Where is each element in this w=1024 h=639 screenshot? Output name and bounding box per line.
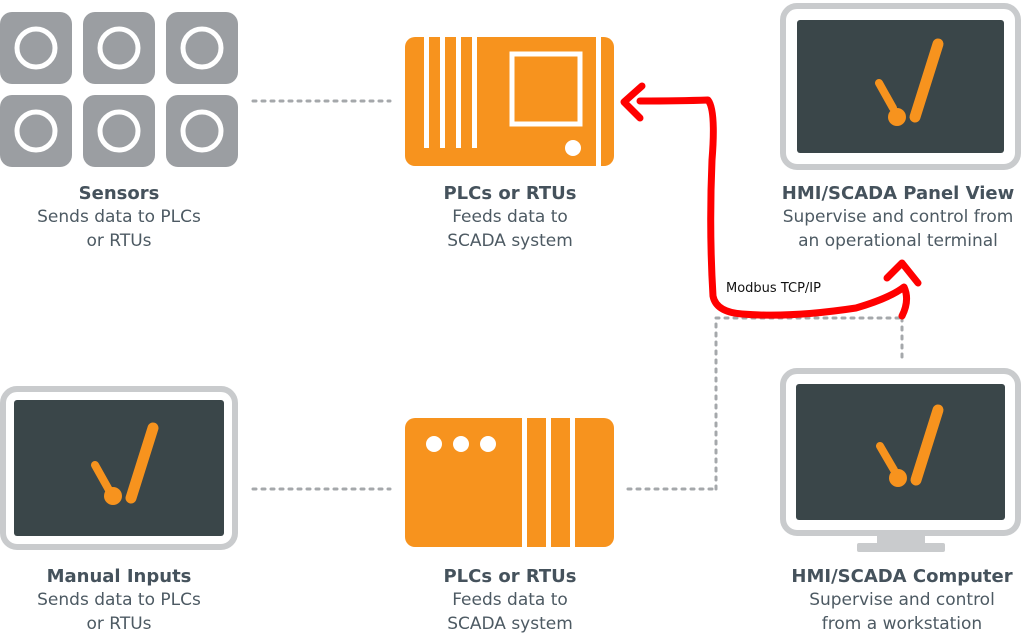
node-desc-line2: SCADA system bbox=[447, 231, 573, 251]
node-title: HMI/SCADA Computer bbox=[791, 566, 1013, 587]
node-desc-line2: or RTUs bbox=[86, 614, 152, 634]
node-title: PLCs or RTUs bbox=[443, 566, 577, 587]
node-desc-line2: from a workstation bbox=[821, 614, 983, 634]
node-sensors: Sensors Sends data to PLCs or RTUs bbox=[0, 183, 238, 253]
node-desc-line2: an operational terminal bbox=[798, 231, 998, 251]
node-hmi-computer: HMI/SCADA Computer Supervise and control… bbox=[780, 566, 1024, 636]
node-desc-line1: Feeds data to bbox=[452, 207, 568, 227]
node-desc-line1: Supervise and control from bbox=[782, 207, 1014, 227]
node-title: HMI/SCADA Panel View bbox=[781, 183, 1015, 204]
alert-icon bbox=[91, 422, 159, 505]
node-desc-line1: Sends data to PLCs bbox=[37, 590, 201, 610]
node-desc-line2: SCADA system bbox=[447, 614, 573, 634]
modbus-annotation-arrow bbox=[620, 82, 922, 320]
node-desc-line1: Feeds data to bbox=[452, 590, 568, 610]
modbus-label: Modbus TCP/IP bbox=[726, 281, 821, 296]
node-title: Sensors bbox=[78, 183, 160, 204]
node-manual-inputs: Manual Inputs Sends data to PLCs or RTUs bbox=[0, 566, 238, 636]
dotted-connectors bbox=[251, 99, 904, 491]
alert-icon bbox=[875, 38, 944, 126]
node-desc-line2: or RTUs bbox=[86, 231, 152, 251]
node-title: Manual Inputs bbox=[46, 566, 192, 587]
node-hmi-panel: HMI/SCADA Panel View Supervise and contr… bbox=[772, 183, 1024, 253]
hmi-panel-icon bbox=[780, 3, 1021, 170]
sensors-icon bbox=[0, 12, 238, 167]
plc-top-icon bbox=[405, 37, 614, 166]
plc-bottom-icon bbox=[405, 418, 614, 547]
node-plc-bottom: PLCs or RTUs Feeds data to SCADA system bbox=[380, 566, 640, 636]
manual-inputs-icon bbox=[0, 386, 238, 550]
hmi-computer-icon bbox=[780, 368, 1021, 552]
node-desc-line1: Supervise and control bbox=[809, 590, 995, 610]
alert-icon bbox=[876, 404, 944, 487]
node-desc-line1: Sends data to PLCs bbox=[37, 207, 201, 227]
node-plc-top: PLCs or RTUs Feeds data to SCADA system bbox=[380, 183, 640, 253]
node-title: PLCs or RTUs bbox=[443, 183, 577, 204]
